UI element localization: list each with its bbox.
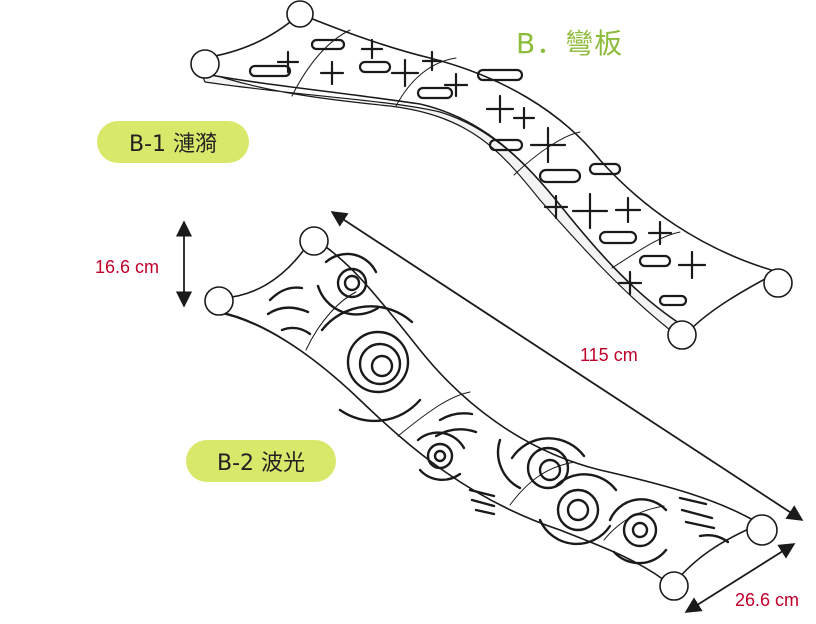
board-b1-knob (286, 0, 314, 28)
board-b1-seam (395, 57, 457, 107)
length-dimension-arrow (330, 211, 804, 521)
board-b1-knob (763, 268, 793, 298)
board-b2-knob (746, 514, 778, 546)
board-b2-knob (204, 286, 234, 316)
label-b1: B-1 漣漪 (97, 121, 249, 163)
dimension-lines (175, 211, 804, 613)
figure-title: B．彎板 (516, 27, 624, 60)
board-b1-seam (291, 29, 351, 97)
board-b2-knob (659, 571, 689, 601)
length-dimension-label: 115 cm (580, 345, 638, 365)
board-b1-knob (667, 320, 697, 350)
height-dimension-label: 16.6 cm (95, 257, 160, 277)
label-b2-text: B-2 波光 (216, 451, 306, 476)
width-dimension-arrow (684, 543, 796, 613)
width-dimension-label: 26.6 cm (735, 590, 800, 610)
label-b1-text: B-1 漣漪 (128, 132, 218, 157)
board-b2-knob (299, 226, 329, 256)
board-b1-knob (190, 49, 220, 79)
label-b2: B-2 波光 (186, 440, 336, 482)
